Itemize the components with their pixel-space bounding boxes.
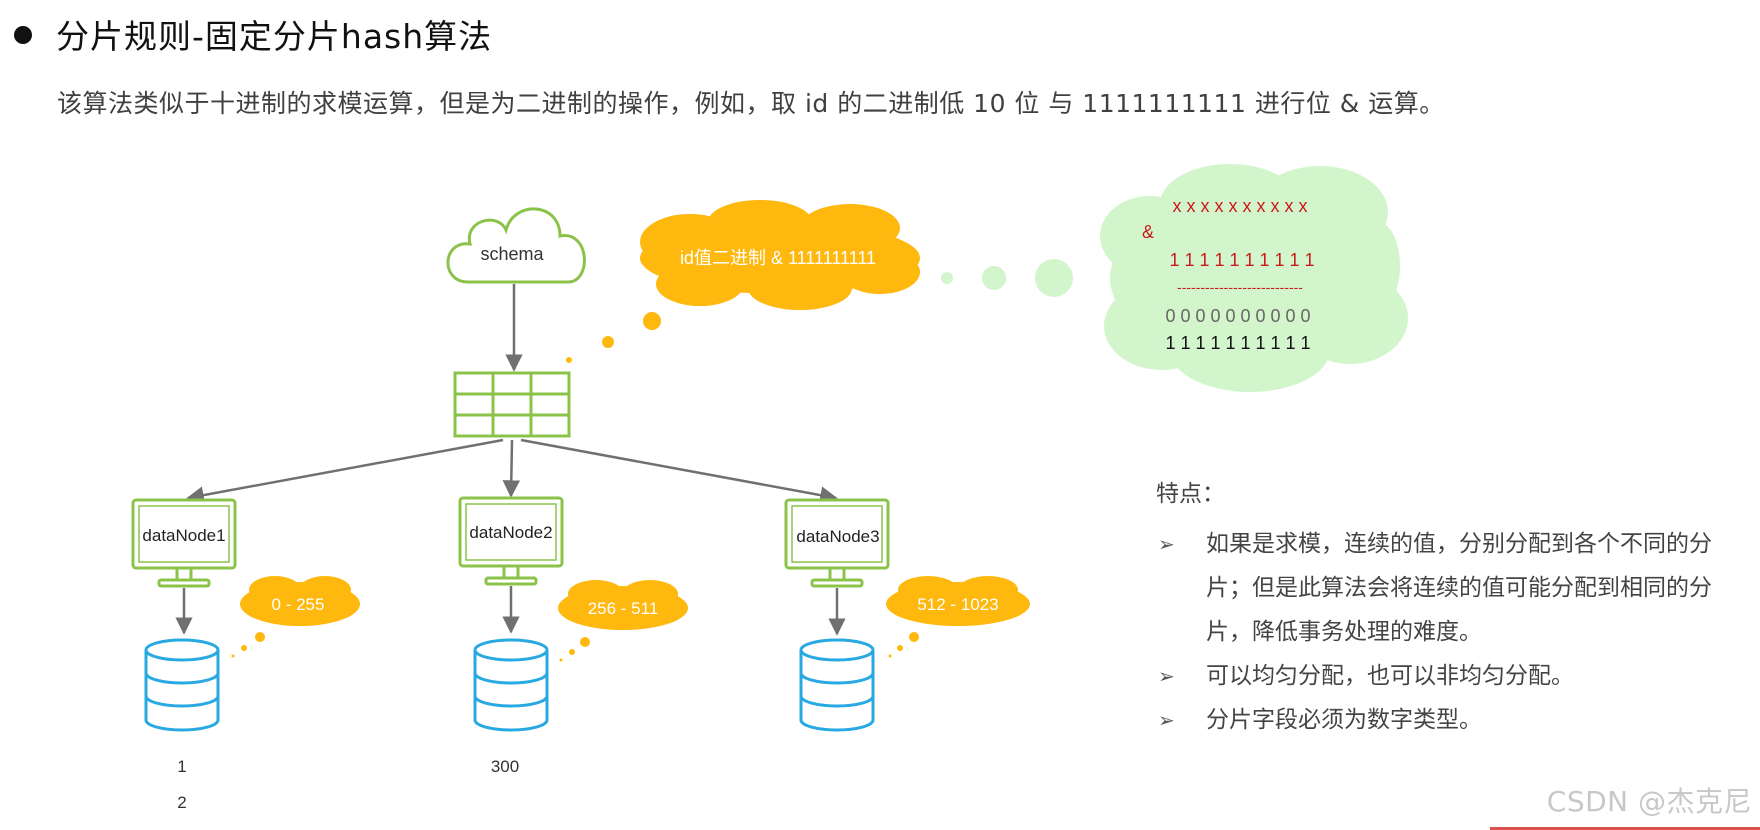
- schema-cloud-icon: schema: [446, 207, 586, 284]
- page-title: 分片规则-固定分片hash算法: [56, 17, 493, 56]
- thought-dot: [602, 336, 614, 348]
- bullet-icon: [14, 26, 32, 44]
- binary-and-symbol: &: [1142, 222, 1154, 242]
- binary-row-ones: 1 1 1 1 1 1 1 1 1 1: [1165, 333, 1310, 353]
- binary-divider: ---------------------------: [1177, 279, 1303, 295]
- features-panel: 特点： ➢ 如果是求模，连续的值，分别分配到各个不同的分片；但是此算法会将连续的…: [1156, 474, 1716, 742]
- database-icon: [473, 638, 549, 732]
- features-heading: 特点：: [1156, 481, 1225, 507]
- binary-row-x: x x x x x x x x x x: [1172, 196, 1307, 216]
- arrow-bullet-icon: ➢: [1158, 708, 1175, 732]
- feature-text: 分片字段必须为数字类型。: [1206, 707, 1482, 733]
- thought-dot: [643, 312, 661, 330]
- watermark: CSDN @杰克尼: [1546, 785, 1752, 818]
- database-icon: [799, 638, 875, 732]
- description: 该算法类似于十进制的求模运算，但是为二进制的操作，例如，取 id 的二进制低 1…: [57, 89, 1445, 118]
- schema-label: schema: [480, 244, 544, 264]
- operation-cloud: id值二进制 & 1111111111: [640, 200, 920, 310]
- arrow-bullet-icon: ➢: [1158, 664, 1175, 688]
- thought-dot: [231, 654, 235, 658]
- node-label-1: dataNode1: [142, 526, 225, 545]
- thought-dot: [569, 649, 575, 655]
- thought-dot: [941, 272, 953, 284]
- node2-value: 300: [491, 757, 519, 776]
- node-label-3: dataNode3: [796, 527, 879, 546]
- binary-cloud: x x x x x x x x x x & 1 1 1 1 1 1 1 1 1 …: [1100, 164, 1408, 392]
- thought-dot: [566, 357, 572, 363]
- arrow-node3: [520, 438, 838, 504]
- progress-line: [1490, 827, 1760, 830]
- binary-row-zeros: 0 0 0 0 0 0 0 0 0 0: [1165, 306, 1310, 326]
- database-icon: [144, 638, 220, 732]
- thought-dot: [982, 266, 1006, 290]
- feature-item: ➢ 分片字段必须为数字类型。: [1156, 698, 1716, 742]
- operation-label: id值二进制 & 1111111111: [680, 248, 876, 268]
- feature-text: 如果是求模，连续的值，分别分配到各个不同的分片；但是此算法会将连续的值可能分配到…: [1206, 531, 1712, 645]
- range-label-2: 256 - 511: [588, 599, 659, 618]
- binary-row-mask: 1 1 1 1 1 1 1 1 1 1: [1169, 250, 1314, 270]
- range-cloud-1: 0 - 255: [240, 576, 360, 626]
- range-label-1: 0 - 255: [272, 595, 325, 614]
- node1-value-2: 2: [177, 793, 186, 812]
- range-label-3: 512 - 1023: [917, 595, 998, 614]
- range-cloud-3: 512 - 1023: [886, 576, 1030, 626]
- table-icon: [453, 371, 571, 438]
- feature-text: 可以均匀分配，也可以非均匀分配。: [1206, 663, 1574, 689]
- feature-item: ➢ 可以均匀分配，也可以非均匀分配。: [1156, 654, 1716, 698]
- thought-dot: [888, 654, 892, 658]
- node-label-2: dataNode2: [469, 523, 552, 542]
- thought-dot: [909, 632, 919, 642]
- thought-dot: [255, 632, 265, 642]
- node1-value-1: 1: [177, 757, 186, 776]
- thought-dot: [241, 645, 247, 651]
- range-cloud-2: 256 - 511: [558, 580, 688, 630]
- thought-dot: [1035, 259, 1073, 297]
- thought-dot: [897, 645, 903, 651]
- arrow-node1: [186, 438, 504, 504]
- feature-item: ➢ 如果是求模，连续的值，分别分配到各个不同的分片；但是此算法会将连续的值可能分…: [1156, 522, 1716, 654]
- arrow-bullet-icon: ➢: [1158, 532, 1175, 556]
- thought-dot: [580, 637, 590, 647]
- title-row: 分片规则-固定分片hash算法: [14, 10, 492, 58]
- thought-dot: [559, 658, 563, 662]
- arrow-node2: [502, 439, 521, 498]
